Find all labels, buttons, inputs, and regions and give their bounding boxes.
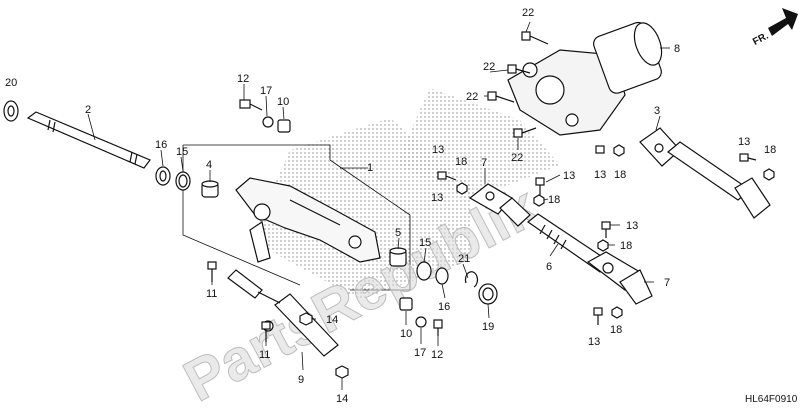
group-box-lines xyxy=(183,144,331,160)
label-part-11-upper: 11 xyxy=(206,288,217,300)
label-part-18-d: 18 xyxy=(614,169,626,181)
part-14-nut-upper xyxy=(299,312,313,326)
label-part-13-f: 13 xyxy=(588,336,600,348)
label-part-7-upper: 7 xyxy=(481,157,487,169)
part-18-nut-d xyxy=(613,144,625,157)
label-part-22-left-2: 22 xyxy=(466,91,478,103)
label-part-14-lower: 14 xyxy=(336,393,348,405)
label-part-15: 15 xyxy=(176,146,188,158)
part-1-bracket xyxy=(235,177,381,263)
part-7-ujoint-lower xyxy=(586,251,653,305)
part-12-bolt-lower xyxy=(433,319,443,336)
part-13-bolt-b xyxy=(535,177,545,195)
part-15-ring-lower xyxy=(416,261,432,281)
label-part-3: 3 xyxy=(654,105,660,117)
label-part-22-top: 22 xyxy=(522,7,534,19)
label-part-18-b: 18 xyxy=(548,194,560,206)
part-18-nut-e xyxy=(763,168,775,181)
part-13-bolt-c xyxy=(601,221,611,238)
label-part-22-bottom: 22 xyxy=(511,152,523,164)
front-direction-arrow: FR. xyxy=(751,8,798,48)
label-part-13-a2: 13 xyxy=(431,192,443,204)
label-part-12-top: 12 xyxy=(237,73,249,85)
part-5-bushing xyxy=(389,247,407,267)
part-22-bolt-bottom xyxy=(513,127,537,138)
part-22-bolt-left-2 xyxy=(487,91,515,103)
label-part-6: 6 xyxy=(546,261,552,273)
label-part-13-b: 13 xyxy=(563,170,575,182)
part-12-bolt-top xyxy=(239,99,263,111)
label-part-13-a: 13 xyxy=(432,144,444,156)
part-13-bolt-e xyxy=(739,153,757,162)
label-part-10-lower: 10 xyxy=(400,328,412,340)
part-10-collar-top xyxy=(277,119,291,133)
part-20-washer xyxy=(3,100,19,122)
part-7-ujoint-upper xyxy=(468,183,531,227)
label-part-13-d: 13 xyxy=(594,169,606,181)
label-part-8: 8 xyxy=(674,43,680,55)
label-part-5: 5 xyxy=(395,227,401,239)
group-box-line-3 xyxy=(329,159,411,216)
part-3-steering-shaft xyxy=(639,127,771,219)
label-part-7-lower: 7 xyxy=(664,277,670,289)
part-22-bolt-top xyxy=(521,31,549,45)
leader-lines xyxy=(87,21,670,390)
part-18-nut-a xyxy=(456,182,468,195)
part-16-ring xyxy=(155,166,171,186)
label-part-17-lower: 17 xyxy=(414,347,426,359)
part-14-nut-lower xyxy=(335,365,349,379)
part-11-bolt-lower xyxy=(261,321,271,342)
part-18-nut-b xyxy=(533,194,545,207)
part-2-shaft xyxy=(26,111,151,169)
label-part-10-top: 10 xyxy=(277,96,289,108)
label-part-18-e: 18 xyxy=(764,144,776,156)
label-part-1: 1 xyxy=(367,162,373,174)
part-16-ring-lower xyxy=(435,267,449,285)
label-part-2: 2 xyxy=(85,104,91,116)
part-13-bolt-d xyxy=(595,145,605,154)
diagram-code: HL64F0910 xyxy=(745,394,798,405)
label-part-12-lower: 12 xyxy=(431,349,443,361)
part-17-washer-top xyxy=(262,116,274,128)
label-part-11-lower: 11 xyxy=(259,349,270,361)
label-part-14-upper: 14 xyxy=(326,314,338,326)
group-box-line-4 xyxy=(350,215,411,291)
part-18-nut-f xyxy=(611,306,623,319)
label-part-19: 19 xyxy=(482,321,494,333)
label-part-15-lower: 15 xyxy=(419,237,431,249)
part-17-washer-lower xyxy=(415,316,427,328)
label-part-4: 4 xyxy=(206,159,212,171)
label-part-13-e: 13 xyxy=(738,136,750,148)
part-18-nut-c xyxy=(597,239,609,252)
label-part-20: 20 xyxy=(5,77,17,89)
part-13-bolt-f xyxy=(593,307,603,325)
front-direction-label: FR. xyxy=(751,31,771,48)
part-21-circlip xyxy=(464,271,479,288)
part-15-ring xyxy=(175,171,191,191)
part-10-collar-lower xyxy=(399,297,413,311)
label-part-9: 9 xyxy=(298,374,304,386)
part-19-bushing xyxy=(478,283,498,305)
label-part-21: 21 xyxy=(458,253,470,265)
label-part-22-left-1: 22 xyxy=(483,61,495,73)
part-4-bushing xyxy=(201,180,219,198)
label-part-13-c: 13 xyxy=(626,220,638,232)
label-part-17-top: 17 xyxy=(260,85,272,97)
part-22-bolt-left-1 xyxy=(507,64,531,74)
label-part-18-a: 18 xyxy=(455,156,467,168)
label-part-18-c: 18 xyxy=(620,240,632,252)
stipple-region-gearbox xyxy=(395,88,560,200)
label-part-16: 16 xyxy=(155,139,167,151)
part-8-eps-unit xyxy=(507,21,663,136)
label-part-16-lower: 16 xyxy=(438,301,450,313)
part-labels: 20 2 16 15 4 12 17 10 1 5 15 21 16 19 10… xyxy=(5,7,776,405)
label-part-18-f: 18 xyxy=(610,324,622,336)
part-13-bolt-a xyxy=(437,171,457,181)
